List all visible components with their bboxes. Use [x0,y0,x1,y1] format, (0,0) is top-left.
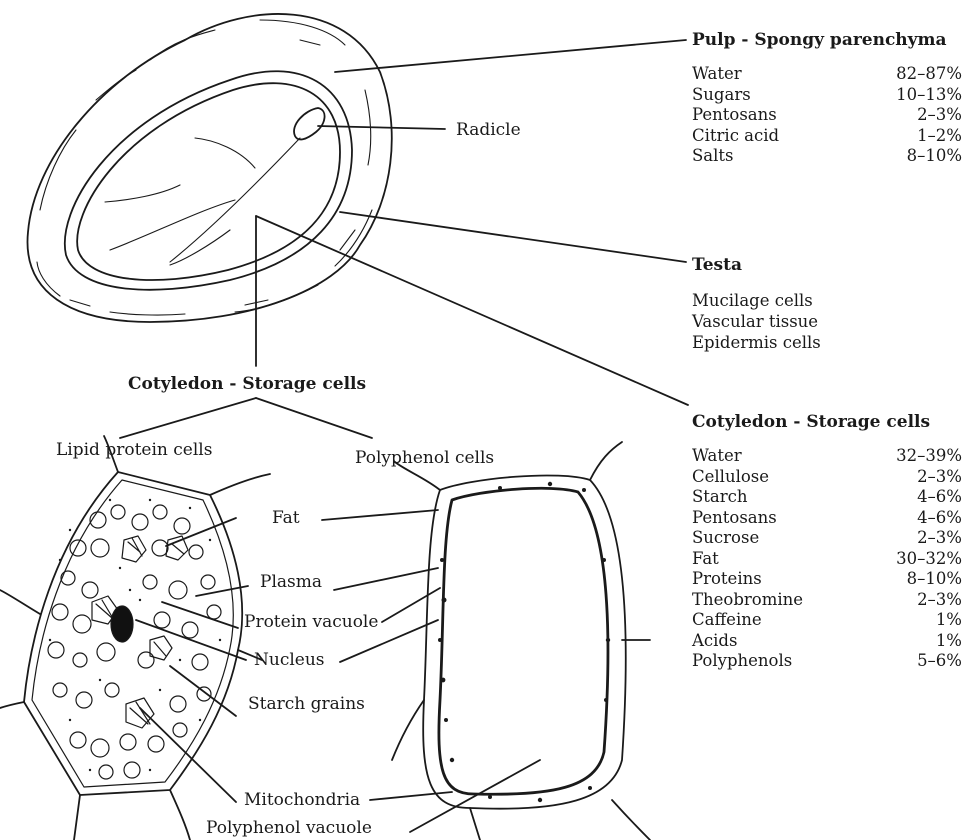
row-name: Pentosans [692,508,777,529]
row-name: Sucrose [692,528,759,549]
row-value: 2–3% [917,467,962,488]
pulp-title: Pulp - Spongy parenchyma [692,30,947,50]
row-value: 5–6% [917,651,962,672]
row-value: 2–3% [917,105,962,126]
testa-title: Testa [692,255,742,275]
testa-outline [65,71,352,290]
row-name: Cellulose [692,467,769,488]
row-name: Proteins [692,569,762,590]
row-name: Water [692,64,742,85]
table-row: Acids 1% [692,631,962,652]
row-value: 30–32% [896,549,962,570]
pulp-composition-table: Water 82–87% Sugars 10–13% Pentosans 2–3% C… [692,64,962,167]
row-name: Sugars [692,85,751,106]
row-value: 2–3% [917,528,962,549]
list-item: Epidermis cells [692,332,821,353]
table-row: Citric acid 1–2% [692,126,962,147]
list-item: Mucilage cells [692,290,821,311]
row-value: 32–39% [896,446,962,467]
row-name: Water [692,446,742,467]
table-row: Starch 4–6% [692,487,962,508]
row-value: 8–10% [907,569,962,590]
row-value: 82–87% [896,64,962,85]
row-value: 4–6% [917,487,962,508]
cotyledon-veins [105,138,300,265]
fat-label: Fat [272,508,300,528]
row-name: Acids [692,631,737,652]
table-row: Polyphenols 5–6% [692,651,962,672]
cotyledon-storage-label: Cotyledon - Storage cells [128,374,366,394]
polyphenol-vacuole-label: Polyphenol vacuole [206,818,372,838]
mitochondria-label: Mitochondria [244,790,360,810]
cotyledon-title: Cotyledon - Storage cells [692,412,930,432]
table-row: Pentosans 4–6% [692,508,962,529]
row-value: 8–10% [907,146,962,167]
row-name: Caffeine [692,610,762,631]
row-name: Salts [692,146,734,167]
row-value: 4–6% [917,508,962,529]
table-row: Pentosans 2–3% [692,105,962,126]
row-name: Citric acid [692,126,779,147]
plasma-label: Plasma [260,572,322,592]
table-row: Sugars 10–13% [692,85,962,106]
radicle-shape [294,108,325,139]
row-name: Pentosans [692,105,777,126]
list-item: Vascular tissue [692,311,821,332]
table-row: Water 82–87% [692,64,962,85]
row-value: 10–13% [896,85,962,106]
row-value: 2–3% [917,590,962,611]
row-name: Fat [692,549,719,570]
row-value: 1% [936,610,962,631]
table-row: Proteins 8–10% [692,569,962,590]
pulp-texture [37,20,372,315]
polyphenol-granules [438,482,610,802]
polyphenol-cell [392,442,650,840]
row-name: Theobromine [692,590,803,611]
nucleus-label: Nucleus [254,650,325,670]
table-row: Fat 30–32% [692,549,962,570]
lipid-protein-cell [0,436,270,840]
table-row: Cellulose 2–3% [692,467,962,488]
testa-list: Mucilage cells Vascular tissue Epidermis… [692,290,821,353]
row-name: Starch [692,487,748,508]
row-value: 1–2% [917,126,962,147]
table-row: Sucrose 2–3% [692,528,962,549]
protein-vacuole-label: Protein vacuole [244,612,378,632]
cotyledon-composition-table: Water 32–39% Cellulose 2–3% Starch 4–6% Pen… [692,446,962,672]
leader-testa [340,212,686,262]
starch-grains-label: Starch grains [248,694,365,714]
table-row: Water 32–39% [692,446,962,467]
row-name: Polyphenols [692,651,792,672]
lipid-protein-cells-label: Lipid protein cells [56,440,212,460]
polyphenol-cells-label: Polyphenol cells [355,448,494,468]
table-row: Caffeine 1% [692,610,962,631]
nucleus-shape [111,606,133,642]
table-row: Salts 8–10% [692,146,962,167]
row-value: 1% [936,631,962,652]
radicle-label: Radicle [456,120,521,140]
leader-pulp [335,40,686,72]
table-row: Theobromine 2–3% [692,590,962,611]
